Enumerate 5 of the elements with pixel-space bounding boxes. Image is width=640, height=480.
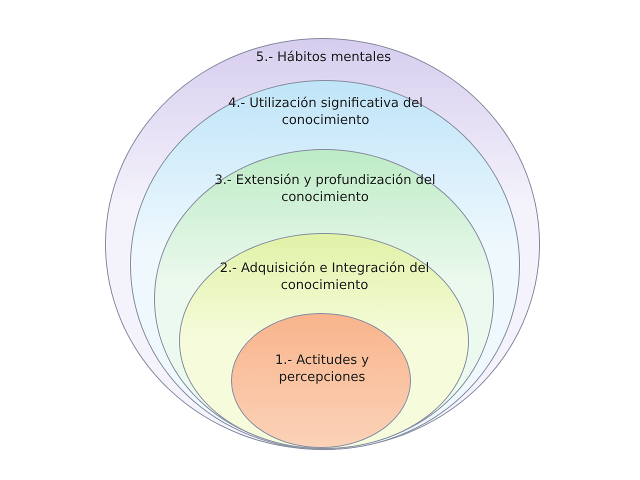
level-label: 4.- Utilización significativa del conocimiento (227, 94, 424, 128)
level-label: 2.- Adquisición e Integración del conocimiento (218, 260, 430, 294)
level-label: 3.- Extensión y profundización del conocimiento (214, 172, 436, 206)
level-label: 5.- Hábitos mentales (254, 49, 392, 66)
level-label: 1.- Actitudes y percepciones (274, 352, 370, 386)
